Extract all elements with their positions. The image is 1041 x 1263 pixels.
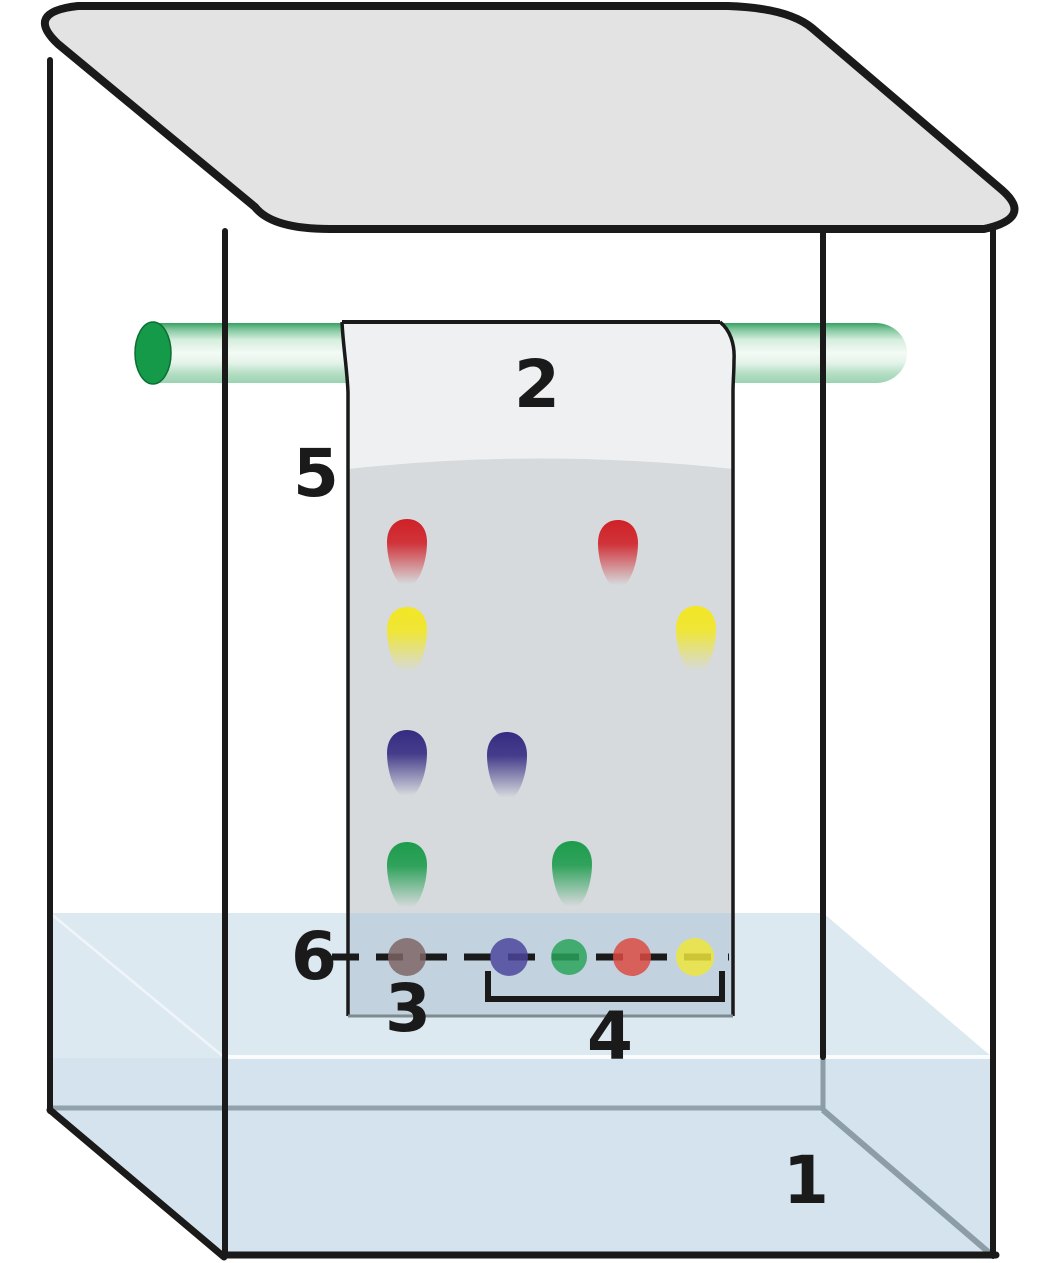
reference-spots-bracket: [485, 971, 725, 1002]
origin-spot-green: [551, 939, 587, 975]
label-start-line: 6: [291, 918, 337, 995]
solvent-surface-left-edge: [49, 912, 226, 1059]
origin-spot-mixture-brown: [388, 938, 426, 976]
paper-left-edge: [340, 321, 350, 1016]
origin-spot-yellow: [676, 938, 714, 976]
tank-bottom-left-edge: [46, 1106, 228, 1261]
label-mixture-spot: 3: [385, 970, 431, 1047]
origin-spot-blue: [490, 938, 528, 976]
glass-tank: [46, 57, 1000, 1261]
baseline-and-origin-spots: [332, 938, 729, 976]
label-solvent-front: 5: [293, 435, 339, 512]
rod-left-cap: [134, 321, 172, 385]
origin-spot-red: [613, 938, 651, 976]
label-paper: 2: [514, 346, 560, 423]
paper-wetted-region: [348, 458, 733, 1016]
labels: 1 2 3 4 5 6: [291, 346, 829, 1219]
label-reference-spots: 4: [587, 998, 633, 1075]
tank-lid: [40, 2, 1019, 233]
paper-right-edge: [718, 320, 736, 1016]
label-solvent: 1: [783, 1142, 829, 1219]
tank-bottom-right-interior-edge: [821, 1107, 995, 1259]
